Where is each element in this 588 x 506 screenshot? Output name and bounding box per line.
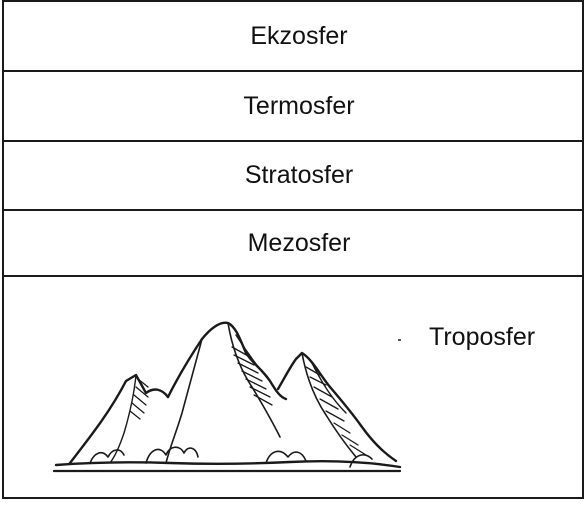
layer-mezosfer: Mezosfer xyxy=(2,209,584,275)
layer-label-stratosfer: Stratosfer xyxy=(245,161,353,190)
layer-termosfer: Termosfer xyxy=(2,70,584,140)
layer-label-troposfer: Troposfer xyxy=(429,323,535,352)
layer-ekzosfer: Ekzosfer xyxy=(2,0,584,70)
layer-label-ekzosfer: Ekzosfer xyxy=(250,22,347,51)
troposfer-marker xyxy=(398,339,401,341)
layer-label-termosfer: Termosfer xyxy=(243,92,354,121)
layer-label-mezosfer: Mezosfer xyxy=(248,229,351,258)
mountain-icon xyxy=(50,317,410,477)
layer-stratosfer: Stratosfer xyxy=(2,140,584,209)
layer-troposfer: Troposfer xyxy=(2,275,584,499)
